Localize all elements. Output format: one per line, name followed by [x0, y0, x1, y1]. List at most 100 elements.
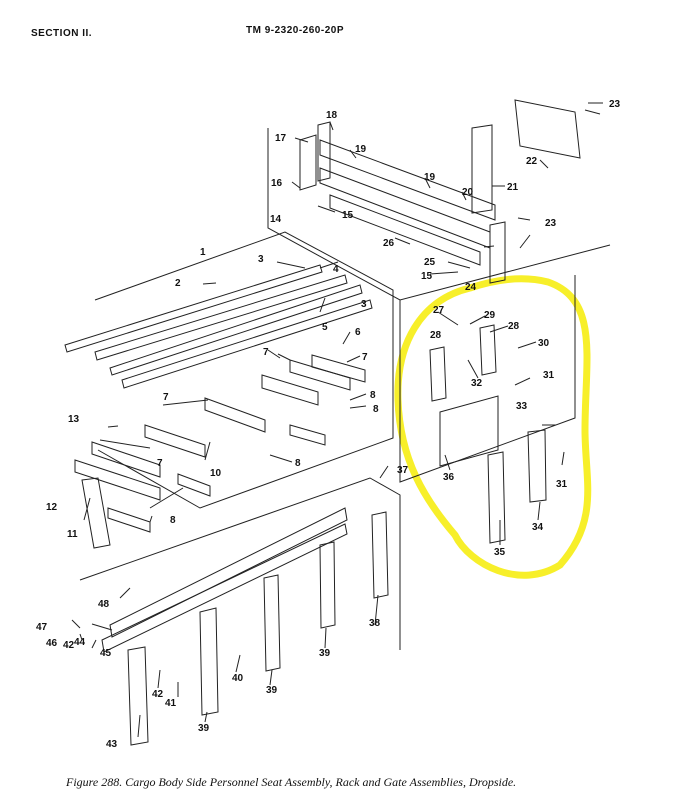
- callout-44: 44: [74, 637, 86, 648]
- callout-11: 11: [67, 529, 78, 540]
- hinge-g: [74, 459, 161, 501]
- seat-slat-1: [64, 264, 323, 353]
- callout-42: 42: [63, 640, 75, 651]
- callout-5: 5: [322, 322, 328, 333]
- stake-38: [371, 511, 389, 599]
- callout-46: 46: [46, 638, 58, 649]
- callout-42: 42: [152, 689, 164, 700]
- callout-10: 10: [210, 468, 222, 479]
- callout-23: 23: [545, 218, 557, 229]
- gate-rail-33: [439, 395, 499, 467]
- rack-stake-17: [299, 134, 317, 191]
- gate-stake-28b: [479, 324, 497, 376]
- hinge-h: [177, 473, 211, 497]
- callout-19: 19: [424, 172, 436, 183]
- technical-manual-number: TM 9-2320-260-20P: [246, 25, 344, 36]
- callout-3: 3: [361, 299, 367, 310]
- strap-11: [81, 477, 111, 549]
- callout-24: 24: [465, 282, 477, 293]
- gate-stake-28a: [429, 346, 447, 402]
- seat-slat-3: [109, 284, 363, 376]
- callout-48: 48: [98, 599, 110, 610]
- callout-8: 8: [170, 515, 176, 526]
- callout-39: 39: [198, 723, 210, 734]
- frame-bottom: [79, 477, 401, 650]
- callout-47: 47: [36, 622, 48, 633]
- rack-bracket-22: [514, 99, 581, 159]
- callout-7: 7: [263, 347, 269, 358]
- hinge-d: [204, 397, 266, 433]
- callout-15: 15: [421, 271, 433, 282]
- rack-stake-24: [489, 221, 506, 284]
- callout-33: 33: [516, 401, 528, 412]
- callout-17: 17: [275, 133, 287, 144]
- stake-39b: [263, 574, 281, 672]
- highlight-outline: [394, 275, 592, 579]
- figure-caption: Figure 288. Cargo Body Side Personnel Se…: [66, 775, 517, 789]
- hinge-a: [261, 374, 319, 406]
- callout-23: 23: [609, 99, 621, 110]
- bottom-rail-lower: [101, 523, 348, 653]
- callout-31: 31: [556, 479, 568, 490]
- bottom-rail-upper: [109, 507, 348, 638]
- stake-43: [127, 646, 149, 746]
- callout-20: 20: [462, 187, 474, 198]
- gate-stake-34: [527, 429, 547, 503]
- seat-slat-4: [121, 299, 373, 389]
- hinge-i: [289, 424, 326, 446]
- callout-16: 16: [271, 178, 283, 189]
- callout-18: 18: [326, 110, 338, 121]
- callout-28: 28: [508, 321, 520, 332]
- stake-39c: [199, 607, 219, 716]
- callout-7: 7: [157, 458, 163, 469]
- callout-7: 7: [163, 392, 169, 403]
- callout-2: 2: [175, 278, 181, 289]
- callout-31: 31: [543, 370, 555, 381]
- callout-12: 12: [46, 502, 58, 513]
- rack-stake-18: [317, 121, 331, 182]
- callout-14: 14: [270, 214, 282, 225]
- callout-36: 36: [443, 472, 455, 483]
- callout-40: 40: [232, 673, 244, 684]
- callout-37: 37: [397, 465, 409, 476]
- callout-1: 1: [200, 247, 206, 258]
- section-header: SECTION II.: [31, 28, 93, 39]
- hinge-f: [91, 441, 161, 478]
- callout-13: 13: [68, 414, 80, 425]
- callout-21: 21: [507, 182, 519, 193]
- callout-27: 27: [433, 305, 445, 316]
- hinge-j: [107, 507, 151, 533]
- callout-25: 25: [424, 257, 436, 268]
- rack-rail-low: [329, 194, 481, 266]
- callout-8: 8: [370, 390, 376, 401]
- callout-43: 43: [106, 739, 118, 750]
- callout-35: 35: [494, 547, 506, 558]
- seat-slat-2: [94, 274, 348, 361]
- hinge-e: [144, 424, 206, 458]
- callout-3: 3: [258, 254, 264, 265]
- callout-8: 8: [295, 458, 301, 469]
- callout-26: 26: [383, 238, 395, 249]
- callout-39: 39: [319, 648, 331, 659]
- frame-seat: [94, 231, 394, 509]
- callout-4: 4: [333, 264, 339, 275]
- callout-45: 45: [100, 648, 112, 659]
- rack-bracket-21: [471, 124, 493, 214]
- callout-6: 6: [355, 327, 361, 338]
- callout-39: 39: [266, 685, 278, 696]
- rack-rail-top: [319, 139, 496, 221]
- callout-32: 32: [471, 378, 483, 389]
- callout-7: 7: [362, 352, 368, 363]
- frame-gate: [399, 275, 576, 483]
- leaders: [71, 102, 603, 738]
- callout-29: 29: [484, 310, 496, 321]
- callout-8: 8: [373, 404, 379, 415]
- callout-38: 38: [369, 618, 381, 629]
- gate-stake-35: [487, 451, 506, 544]
- callout-34: 34: [532, 522, 544, 533]
- callout-30: 30: [538, 338, 550, 349]
- hinge-c: [311, 354, 366, 383]
- callout-41: 41: [165, 698, 177, 709]
